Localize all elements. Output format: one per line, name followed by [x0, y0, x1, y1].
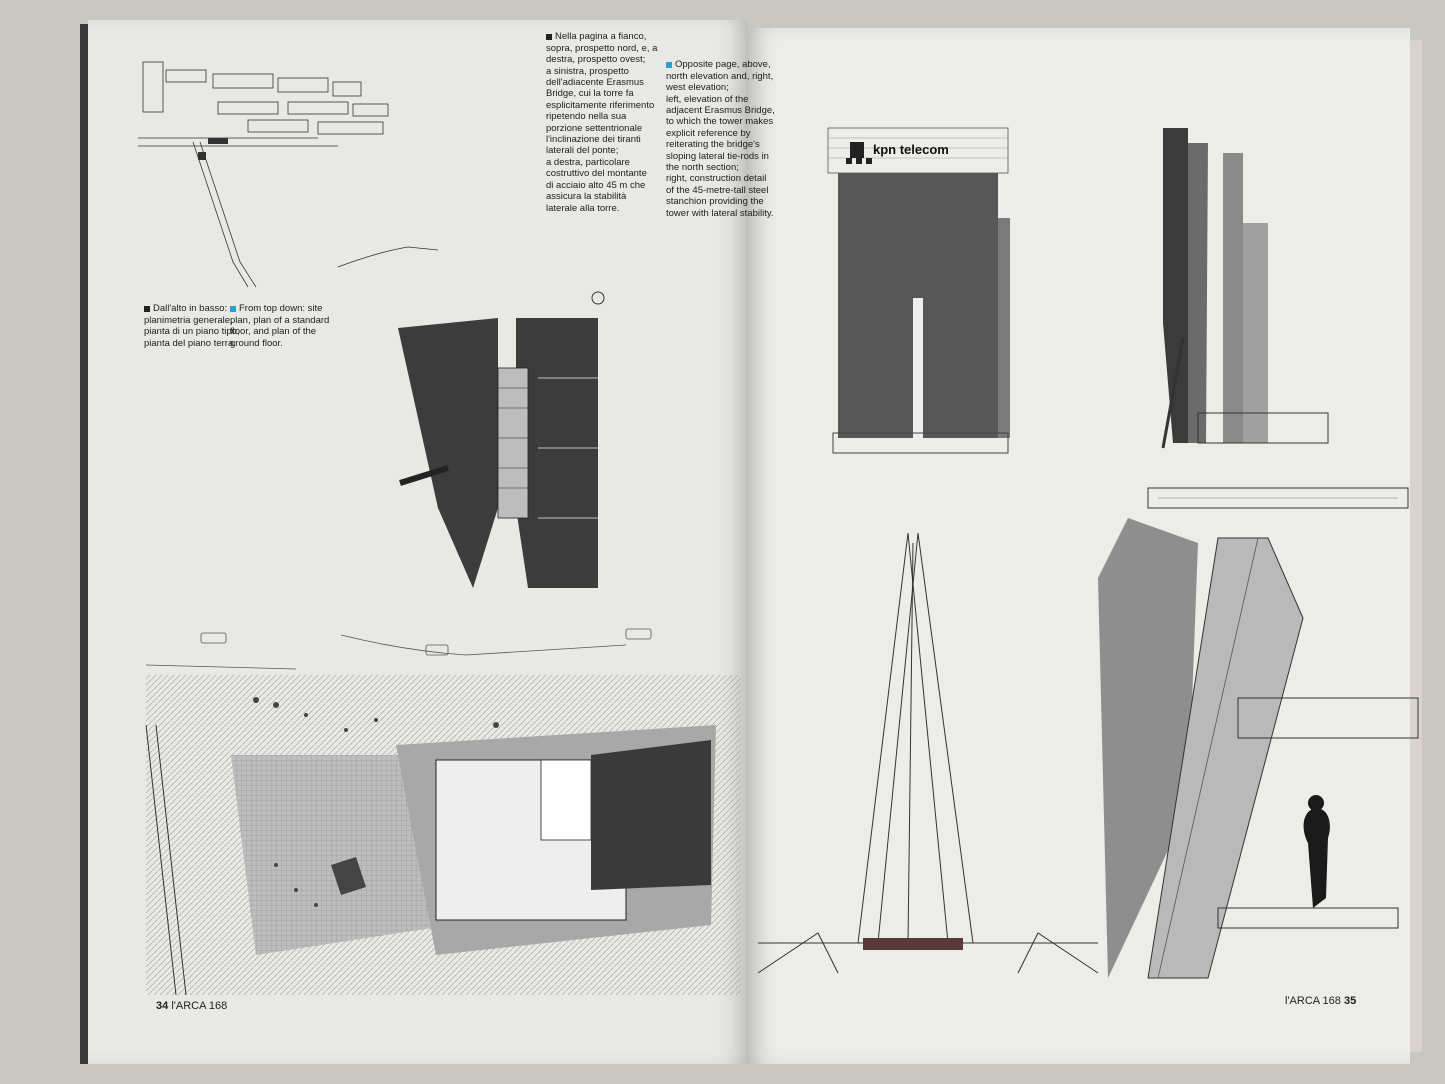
square-bullet-icon: [144, 305, 150, 312]
caption-it-plans: Dall'alto in basso: planimetria generale…: [144, 292, 244, 349]
left-page-number: 34: [156, 1000, 169, 1012]
site-plan-drawing: [138, 61, 439, 288]
erasmus-bridge-pylon-drawing: [757, 532, 1099, 974]
caption-en-top: Opposite page, above, north elevation an…: [666, 48, 846, 219]
left-folio-title: l'ARCA 168: [171, 1000, 228, 1012]
caption-en-plans-text: From top down: site plan, plan of a stan…: [230, 303, 330, 349]
standard-floor-plan: [398, 291, 605, 588]
left-page: Nella pagina a fianco, sopra, prospetto …: [88, 20, 748, 1064]
left-folio: 34 l'ARCA 168: [156, 1000, 227, 1012]
north-elevation-drawing: [827, 127, 1010, 454]
square-bullet-icon: [666, 61, 672, 68]
caption-it-plans-text: Dall'alto in basso: planimetria generale…: [144, 303, 240, 349]
right-folio: l'ARCA 168 35: [1285, 995, 1356, 1007]
caption-it-top-text: Nella pagina a fianco, sopra, prospetto …: [546, 31, 658, 214]
square-bullet-icon: [546, 33, 552, 40]
caption-en-top-text: Opposite page, above, north elevation an…: [666, 59, 775, 219]
caption-en-plans: From top down: site plan, plan of a stan…: [230, 292, 330, 349]
right-page-number: 35: [1343, 995, 1357, 1007]
right-page: Opposite page, above, north elevation an…: [666, 28, 1419, 1064]
cover-edge-left: [80, 24, 90, 1064]
square-bullet-icon: [230, 305, 236, 312]
right-folio-title: l'ARCA 168: [1285, 995, 1341, 1007]
page-edges-right: [1410, 40, 1422, 1052]
stanchion-detail-drawing: [1098, 487, 1419, 979]
caption-it-top: Nella pagina a fianco, sopra, prospetto …: [546, 20, 746, 214]
kpn-telecom-sign: kpn telecom: [873, 142, 949, 157]
west-elevation-drawing: [1161, 128, 1329, 449]
ground-floor-plan: [145, 628, 741, 996]
